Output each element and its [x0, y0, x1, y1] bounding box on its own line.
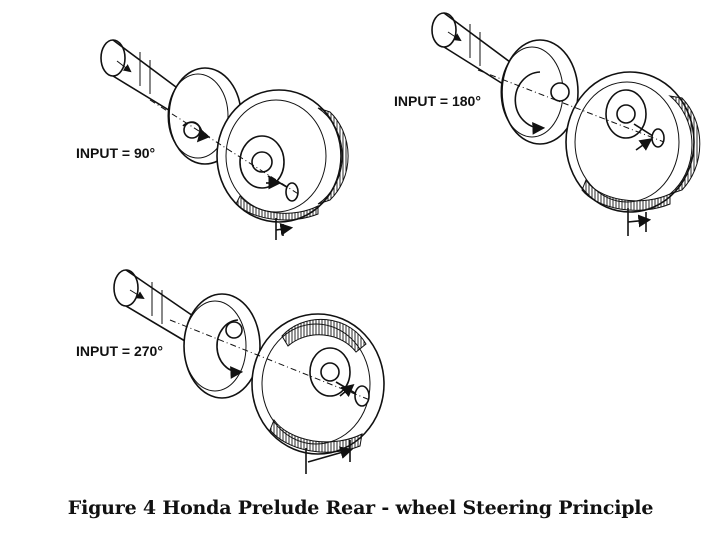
mechanism-input-270: INPUT = 270°: [76, 269, 385, 474]
input-180-label: INPUT = 180°: [394, 93, 481, 109]
output-indicator: [275, 218, 294, 240]
output-indicator: [627, 208, 652, 236]
eccentric-disc: [183, 293, 261, 399]
mechanism-input-180: INPUT = 180°: [394, 12, 701, 236]
eccentric-disc: [500, 39, 579, 145]
figure-caption: Figure 4 Honda Prelude Rear - wheel Stee…: [67, 497, 654, 519]
planetary-ring: [565, 71, 701, 213]
input-90-label: INPUT = 90°: [76, 145, 155, 161]
planetary-ring: [251, 313, 385, 455]
input-270-label: INPUT = 270°: [76, 343, 163, 359]
input-shaft: [100, 39, 181, 113]
input-shaft: [431, 12, 511, 85]
mechanism-input-90: INPUT = 90°: [76, 39, 349, 240]
input-shaft: [113, 269, 197, 345]
planetary-ring: [216, 89, 349, 223]
output-indicator: [305, 440, 354, 474]
